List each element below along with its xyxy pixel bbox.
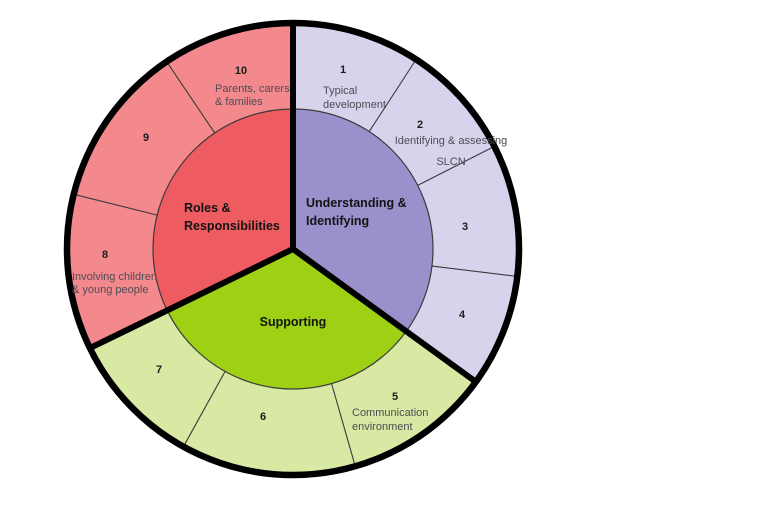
- divider-1-2: [368, 59, 417, 132]
- divider-8-9: [73, 193, 158, 216]
- divider-5-6: [331, 383, 356, 467]
- divider-9-10: [166, 61, 216, 134]
- core-sector-roles: [153, 109, 293, 311]
- divider-2-3: [417, 145, 495, 186]
- segment-divider-lines: [73, 59, 518, 467]
- core-sector-understanding: [293, 108, 434, 332]
- divider-understanding-supporting: [290, 246, 479, 385]
- outer-circle-border: [63, 19, 523, 479]
- sector-divider-lines: [86, 20, 479, 385]
- divider-supporting-roles: [86, 246, 296, 352]
- divider-3-4: [431, 265, 518, 278]
- divider-6-7: [182, 371, 226, 447]
